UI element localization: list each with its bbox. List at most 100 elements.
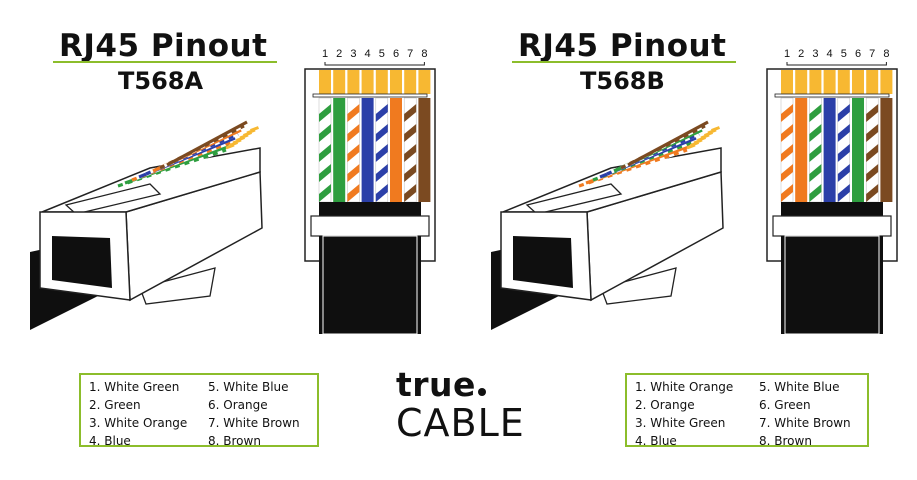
- legend-item: 7. White Brown: [208, 416, 300, 430]
- wire-stripe: [319, 144, 331, 162]
- iso-top-slot: [525, 183, 623, 215]
- pin-number-label: 6: [393, 48, 399, 60]
- wire-stripe: [866, 184, 879, 202]
- wire-stripe: [404, 124, 417, 142]
- pin-number-label: 5: [841, 48, 847, 60]
- iso-wire-stripe: [117, 148, 227, 188]
- wire-stripe: [375, 184, 388, 202]
- legend-item: 6. Orange: [208, 398, 268, 412]
- wire-stripe: [781, 144, 793, 162]
- cable-jacket-top: [781, 202, 883, 216]
- pin-number-label: 3: [812, 48, 818, 60]
- iso-latch: [139, 267, 216, 305]
- iso-wire: [627, 120, 709, 167]
- wire-stripe: [837, 164, 850, 182]
- left-title: RJ45 Pinout: [59, 28, 268, 64]
- wire-stripe: [866, 124, 879, 142]
- iso-cable-opening: [52, 236, 112, 288]
- wire-stripe: [347, 164, 360, 182]
- legend-item: 8. Brown: [208, 434, 261, 448]
- wire-solid: [333, 98, 346, 202]
- iso-latch: [600, 267, 677, 305]
- wire-stripe: [809, 124, 822, 142]
- pin-number-label: 2: [336, 48, 342, 60]
- wire-stripe: [837, 184, 850, 202]
- wire-stripe: [837, 104, 850, 122]
- contact-divider: [312, 93, 428, 98]
- pin-number-label: 4: [827, 48, 833, 60]
- pin-bracket: [324, 62, 425, 66]
- wire-stripe: [809, 184, 822, 202]
- pin-number-label: 1: [322, 48, 328, 60]
- iso-top-slot: [64, 183, 162, 215]
- gold-contact: [361, 70, 374, 94]
- cable-exit: [319, 236, 421, 334]
- gold-contact: [404, 70, 417, 94]
- wire-stripe: [319, 164, 331, 182]
- wire-solid: [361, 98, 374, 202]
- wire-stripe: [404, 104, 417, 122]
- right-standard-label: T568B: [580, 67, 665, 95]
- legend-item: 5. White Blue: [759, 380, 840, 394]
- cable-highlight: [322, 235, 418, 335]
- pin-number-label: 1: [784, 48, 790, 60]
- wire-stripe: [866, 164, 879, 182]
- contact-divider: [774, 93, 890, 98]
- gold-contact: [390, 70, 402, 94]
- pin-number-label: 3: [350, 48, 356, 60]
- wire-stripe: [809, 144, 822, 162]
- pin-number-label: 8: [421, 48, 427, 60]
- wire-stripe: [347, 184, 360, 202]
- wire-stripe: [375, 164, 388, 182]
- wire-stripe: [809, 104, 822, 122]
- legend-item: 8. Brown: [759, 434, 812, 448]
- wire-solid: [418, 98, 431, 202]
- gold-contact: [333, 70, 346, 94]
- left-legend-box: 1. White Green 2. Green 3. White Orange …: [79, 373, 319, 448]
- wire-stripe: [781, 104, 793, 122]
- pin-number-label: 2: [798, 48, 804, 60]
- pin-number-label: 7: [407, 48, 413, 60]
- pin-number-label: 7: [869, 48, 875, 60]
- pin-number-label: 5: [379, 48, 385, 60]
- gold-contact: [347, 70, 360, 94]
- wire-solid: [390, 98, 402, 202]
- legend-item: 5. White Blue: [208, 380, 289, 394]
- pin-bracket: [786, 62, 887, 66]
- wire-solid: [880, 98, 893, 202]
- left-standard-label: T568A: [118, 67, 204, 95]
- gold-contact: [880, 70, 893, 94]
- gold-contact: [781, 70, 793, 94]
- cable-jacket-top: [319, 202, 421, 216]
- wire-stripe: [781, 164, 793, 182]
- logo-dot: [477, 388, 486, 396]
- gold-contact: [418, 70, 431, 94]
- wire-stripe: [375, 104, 388, 122]
- gold-contact: [823, 70, 836, 94]
- iso-cable-opening: [513, 236, 573, 288]
- wire-stripe: [347, 144, 360, 162]
- wire-stripe: [347, 104, 360, 122]
- wire-solid: [795, 98, 808, 202]
- left-title-underline: [53, 61, 277, 63]
- wire-stripe: [781, 184, 793, 202]
- gold-contact: [852, 70, 864, 94]
- legend-item: 4. Blue: [89, 434, 131, 448]
- right-title-underline: [512, 61, 736, 63]
- wire-stripe: [319, 124, 331, 142]
- pin-number-label: 8: [883, 48, 889, 60]
- legend-item: 7. White Brown: [759, 416, 851, 430]
- wire-stripe: [319, 104, 331, 122]
- strain-relief-band: [772, 215, 892, 237]
- wire-stripe: [866, 104, 879, 122]
- wire-stripe: [866, 144, 879, 162]
- pin-number-label: 4: [365, 48, 371, 60]
- gold-contact: [375, 70, 388, 94]
- right-legend-box: 1. White Orange 2. Orange 3. White Green…: [625, 373, 869, 448]
- wire-solid: [852, 98, 864, 202]
- iso-wire-stripe: [578, 148, 688, 188]
- gold-contact: [837, 70, 850, 94]
- legend-item: 1. White Green: [89, 380, 180, 394]
